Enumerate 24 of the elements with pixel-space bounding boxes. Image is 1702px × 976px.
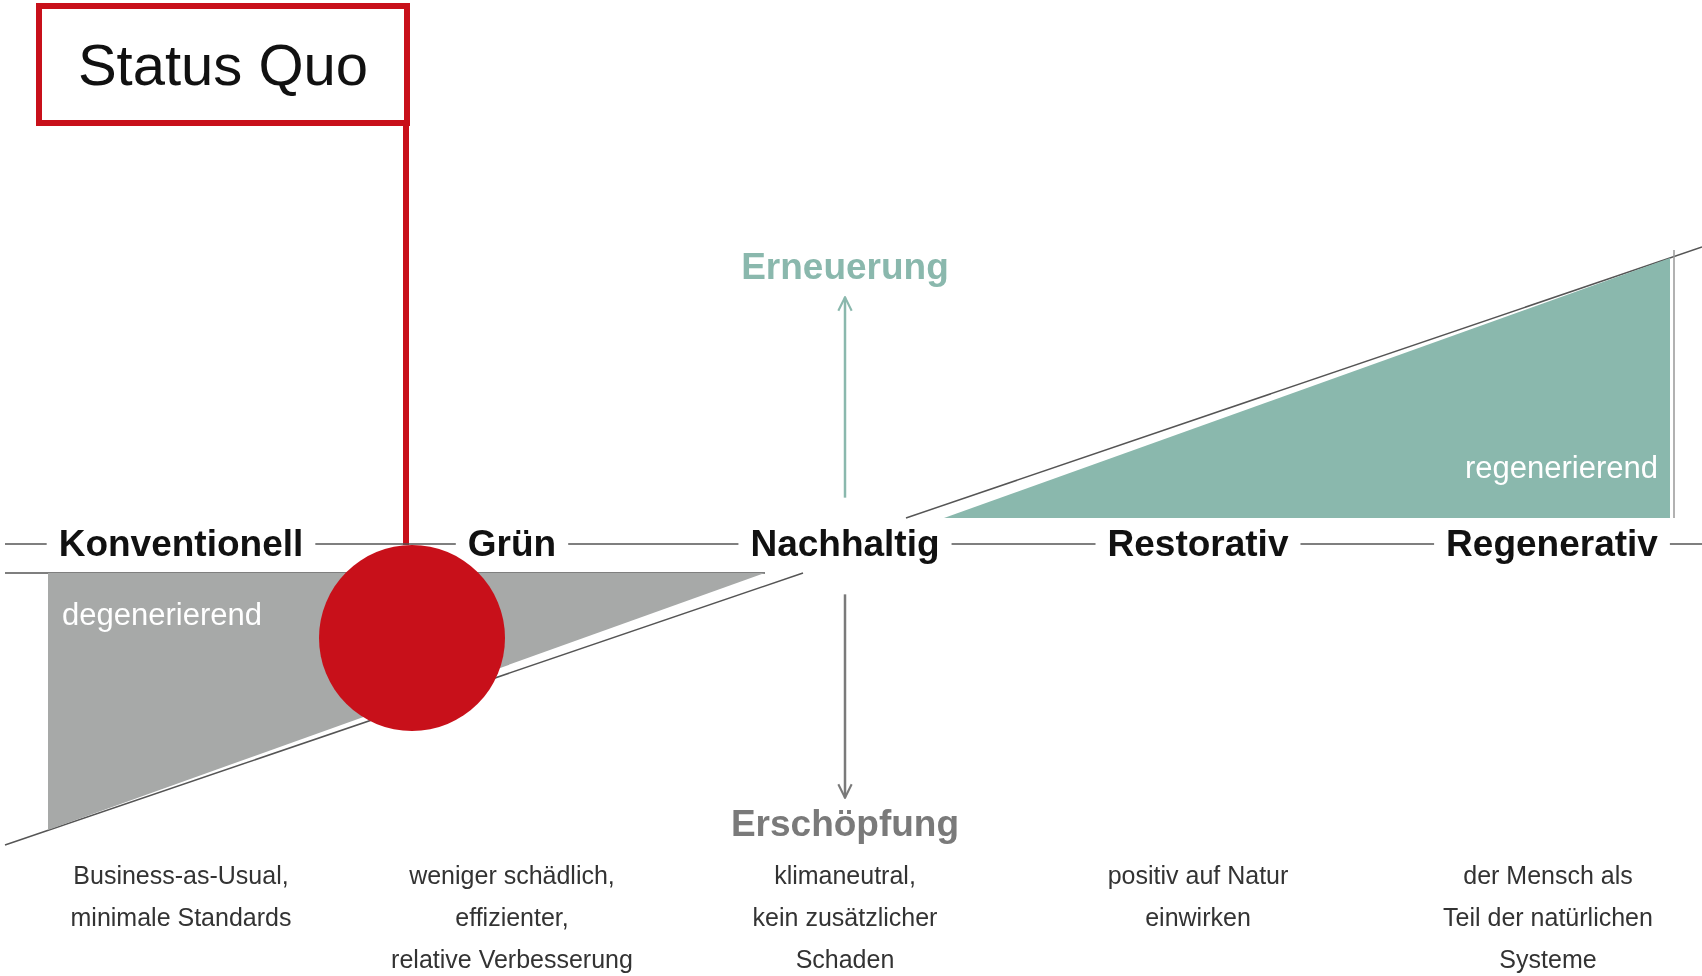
stage-description: weniger schädlich, effizienter, relative Verbesserung xyxy=(391,860,633,975)
area-label: degenerierend xyxy=(62,597,262,633)
connector-line xyxy=(567,543,740,545)
stage-description: Business-as-Usual, minimale Standards xyxy=(70,860,292,933)
connector-line xyxy=(403,126,409,545)
stage-label: Regenerativ xyxy=(1446,523,1658,565)
stage-label: Nachhaltig xyxy=(750,523,940,565)
connector-line xyxy=(4,543,48,545)
arrow xyxy=(837,594,853,799)
connector-line xyxy=(1669,543,1702,545)
status-box: Status Quo xyxy=(36,3,410,126)
connector-line xyxy=(950,543,1097,545)
stage-description: positiv auf Natur einwirken xyxy=(1107,860,1289,933)
stage-label: Erschöpfung xyxy=(730,803,960,845)
stage-description: der Mensch als Teil der natürlichen Systeme xyxy=(1443,860,1653,975)
connector-line xyxy=(1299,543,1435,545)
stage-label: Konventionell xyxy=(58,523,304,565)
stage-label: Grün xyxy=(467,523,557,565)
area-label: regenerierend xyxy=(1464,450,1658,486)
connector-line xyxy=(314,543,457,545)
stage-label: Restorativ xyxy=(1107,523,1289,565)
stage-label: Erneuerung xyxy=(741,246,949,288)
stage-description: klimaneutral, kein zusätzlicher Schaden xyxy=(752,860,938,975)
arrow xyxy=(837,296,853,498)
